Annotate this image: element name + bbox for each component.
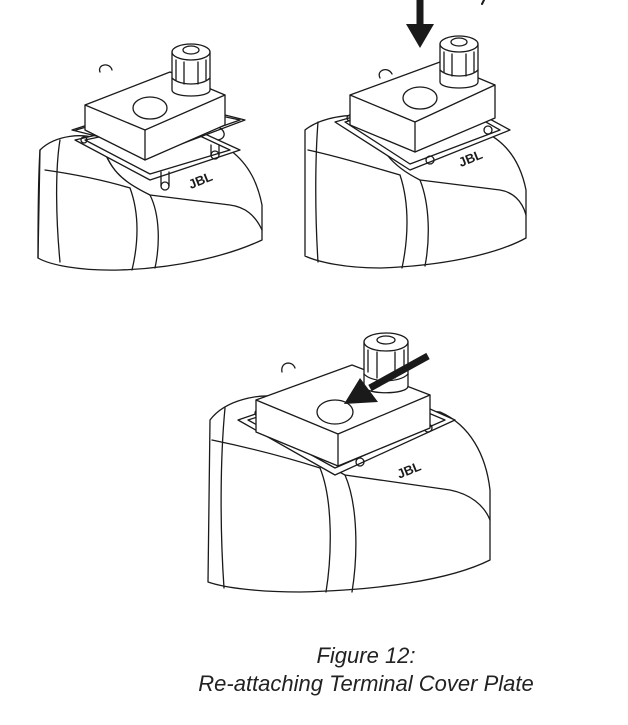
figure-number-caption: Figure 12:: [316, 643, 416, 668]
terminal-cover-illustration: JBL: [37, 0, 527, 593]
down-arrow-icon: [406, 0, 485, 48]
terminal-cover-plate-left: [71, 43, 246, 161]
figure-title-caption: Re-attaching Terminal Cover Plate: [198, 671, 534, 696]
speaker-housing-bottom: JBL: [207, 332, 491, 593]
terminal-cover-plate-middle: [349, 35, 496, 153]
diagonal-arrow-icon: [344, 352, 430, 404]
